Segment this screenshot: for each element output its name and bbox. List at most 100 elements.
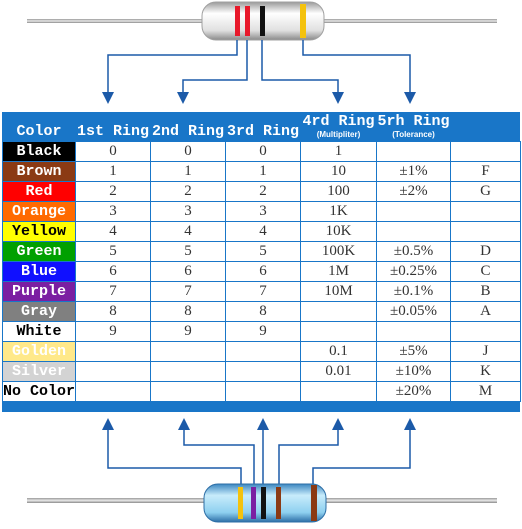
ring3-value: 9 [225, 321, 301, 342]
multiplier-value: 0.01 [300, 361, 377, 382]
ring3-value: 7 [225, 281, 301, 302]
bottom-arrow-ring2 [178, 418, 255, 484]
ring1-value: 9 [75, 321, 151, 342]
ring3-value: 8 [225, 301, 301, 322]
tolerance-code: K [450, 361, 521, 382]
bottom-arrow-ring5 [312, 418, 416, 484]
top-arrow-ring2 [177, 40, 248, 104]
tolerance-code [450, 221, 521, 242]
ring1-value: 8 [75, 301, 151, 322]
ring2-value: 3 [150, 201, 226, 222]
top-resistor-band-2 [245, 6, 250, 36]
ring2-value: 6 [150, 261, 226, 282]
color-name-cell: Brown [2, 161, 76, 182]
tolerance-value: ±0.1% [376, 281, 451, 302]
color-name-cell: Black [2, 141, 76, 162]
multiplier-value [300, 301, 377, 322]
header-ring5-label: 5rh Ring [377, 113, 450, 130]
tolerance-code: G [450, 181, 521, 202]
ring1-value [75, 381, 151, 402]
ring3-value: 0 [225, 141, 301, 162]
color-name-cell: No Color [2, 381, 76, 402]
bottom-resistor-band-1 [238, 487, 243, 519]
ring3-value [225, 381, 301, 402]
top-arrow-ring1 [102, 40, 238, 104]
tolerance-code: A [450, 301, 521, 322]
ring2-value [150, 381, 226, 402]
ring3-value: 3 [225, 201, 301, 222]
header-color: Color [16, 123, 62, 140]
table-header-row: Color 1st Ring 2nd Ring 3rd Ring 4rd Rin… [3, 113, 521, 142]
ring2-value: 4 [150, 221, 226, 242]
multiplier-value: 1M [300, 261, 377, 282]
ring1-value: 1 [75, 161, 151, 182]
top-arrow-ring4 [302, 40, 416, 104]
multiplier-value: 1 [300, 141, 377, 162]
ring2-value: 8 [150, 301, 226, 322]
multiplier-value: 10M [300, 281, 377, 302]
top-resistor-band-3 [260, 6, 265, 36]
multiplier-value [300, 321, 377, 342]
tolerance-value: ±1% [376, 161, 451, 182]
color-name-cell: Orange [2, 201, 76, 222]
ring1-value: 7 [75, 281, 151, 302]
ring1-value [75, 361, 151, 382]
header-ring1: 1st Ring [76, 123, 149, 140]
header-ring5: 5rh Ring (Tolerance) [377, 113, 451, 142]
tolerance-value [376, 221, 451, 242]
top-arrow-ring3 [261, 40, 344, 104]
ring3-value: 4 [225, 221, 301, 242]
bottom-arrow-ring1 [102, 418, 242, 484]
multiplier-value: 10 [300, 161, 377, 182]
header-ring2: 2nd Ring [151, 123, 224, 140]
ring2-value: 1 [150, 161, 226, 182]
ring3-value [225, 361, 301, 382]
ring3-value: 5 [225, 241, 301, 262]
header-ring3: 3rd Ring [226, 123, 299, 140]
tolerance-value [376, 141, 451, 162]
tolerance-code: C [450, 261, 521, 282]
ring1-value: 2 [75, 181, 151, 202]
ring1-value: 0 [75, 141, 151, 162]
table-row: No Color±20%M [2, 381, 521, 402]
color-name-cell: Yellow [2, 221, 76, 242]
multiplier-value: 10K [300, 221, 377, 242]
tolerance-value [376, 321, 451, 342]
bottom-resistor-band-4 [276, 487, 281, 519]
ring3-value [225, 341, 301, 362]
header-ring5-sub: (Tolerance) [392, 130, 435, 139]
ring1-value: 3 [75, 201, 151, 222]
color-name-cell: Red [2, 181, 76, 202]
top-resistor-band-4 [300, 4, 306, 38]
ring2-value: 7 [150, 281, 226, 302]
ring2-value: 5 [150, 241, 226, 262]
multiplier-value [300, 381, 377, 402]
header-ring4-sub: (Multipliter) [316, 130, 361, 139]
bottom-arrow-ring4 [278, 418, 344, 484]
tolerance-code: M [450, 381, 521, 402]
top-resistor [27, 1, 497, 41]
tolerance-code [450, 141, 521, 162]
bottom-resistor [27, 483, 497, 523]
bottom-resistor-band-5 [311, 485, 317, 521]
ring3-value: 2 [225, 181, 301, 202]
ring2-value: 9 [150, 321, 226, 342]
color-name-cell: Purple [2, 281, 76, 302]
bottom-arrows [102, 418, 416, 484]
bottom-resistor-band-3 [261, 487, 266, 519]
top-arrows [102, 40, 416, 104]
ring1-value: 5 [75, 241, 151, 262]
multiplier-value: 100 [300, 181, 377, 202]
tolerance-value: ±10% [376, 361, 451, 382]
